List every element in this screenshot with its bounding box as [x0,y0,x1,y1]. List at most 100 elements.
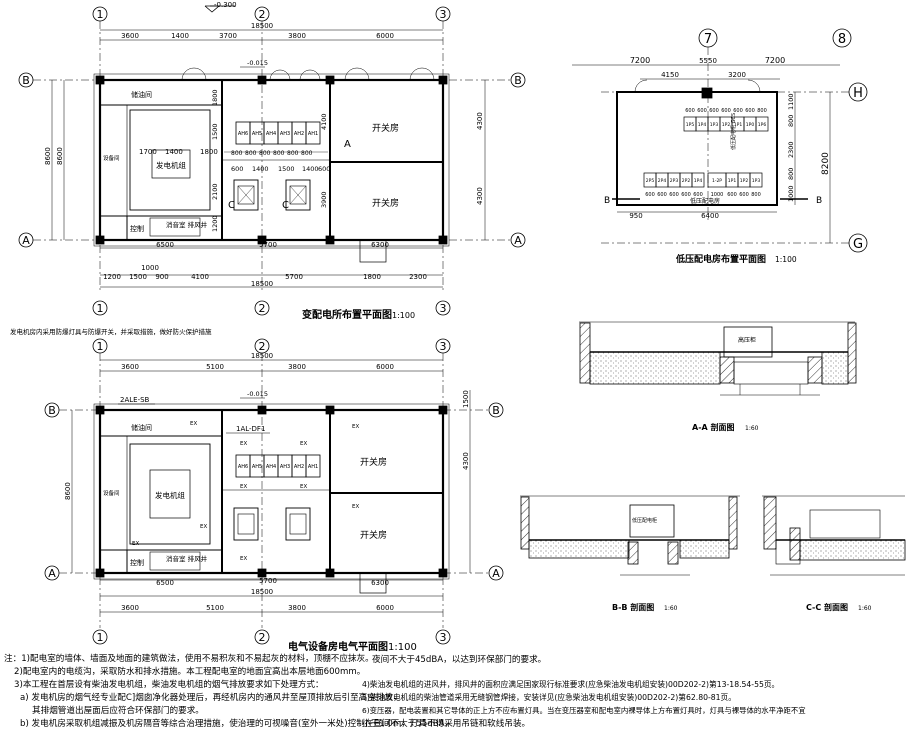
svg-text:2100: 2100 [211,183,219,200]
svg-text:6000: 6000 [376,363,394,371]
svg-text:1800: 1800 [211,89,219,106]
svg-text:EX: EX [240,484,247,490]
svg-text:5700: 5700 [285,273,303,281]
svg-text:18500: 18500 [251,588,273,596]
svg-text:AH4: AH4 [266,131,276,137]
svg-text:800: 800 [751,192,761,198]
grid-axis-7: 7 [698,28,718,48]
dim-left-1: 8600 [56,147,64,165]
dim-left-0: 8600 [44,147,52,165]
svg-text:600: 600 [657,192,667,198]
svg-text:1P2: 1P2 [740,178,749,184]
svg-text:设备间: 设备间 [103,489,120,497]
section-cc-title: C-C 剖面图 [806,602,848,612]
svg-text:800: 800 [787,168,795,180]
grid-axis-A-right: A [510,232,526,248]
grid-axis-A-left: A [18,232,34,248]
svg-text:1500: 1500 [278,165,295,173]
svg-text:低压配电柜 GCS: 低压配电柜 GCS [730,113,737,150]
svg-text:1P1: 1P1 [728,178,737,184]
dim-top-2: 3700 [219,32,237,40]
svg-text:A: A [492,567,500,580]
svg-text:1400: 1400 [252,165,269,173]
svg-text:600: 600 [645,192,655,198]
note-line-2: 2)配电室内的电缆沟，采取防水和排水措施。本工程配电室的地面宜高出本层地面600… [14,667,366,677]
svg-text:5100: 5100 [206,363,224,371]
grid-axis-2-p2-top: 2 [254,338,270,354]
svg-text:2: 2 [259,631,266,644]
grid-axis-G: G [848,233,868,253]
svg-text:EX: EX [190,421,197,427]
svg-text:1000: 1000 [711,192,724,198]
plan1-title: 变配电所布置平面图 [302,308,392,321]
svg-text:3: 3 [440,340,447,353]
svg-text:AH3: AH3 [280,464,290,470]
note-line-6: b) 发电机房采取机组减振及机房隔音等综合治理措施，使治理的可视噪音(室外一米处… [20,719,454,729]
svg-text:1500: 1500 [211,123,219,140]
grid-axis-2-top: 2 [254,6,270,22]
grid-axis-2-p2-bottom: 2 [254,629,270,645]
svg-text:AH1: AH1 [308,131,318,137]
transformer-2-p2 [285,507,311,541]
lv-plan-scale: 1:100 [775,255,797,264]
svg-text:开关房: 开关房 [360,456,387,468]
svg-text:3800: 3800 [288,363,306,371]
svg-text:600: 600 [739,192,749,198]
svg-text:6300: 6300 [371,579,389,587]
svg-text:B: B [22,74,30,87]
svg-text:低压配电房: 低压配电房 [690,197,720,205]
section-bb-title: B-B 剖面图 [612,602,654,612]
panel-2ALE-SB: 2ALE-SB [120,396,150,404]
note-line-r5: 小于1.0m，灯具不得采用吊链和软线吊装。 [362,719,531,729]
svg-text:B: B [514,74,522,87]
svg-text:2P5: 2P5 [646,178,655,184]
section-b-b: 低压配电柜 B-B 剖面图 1:60 [520,495,740,612]
hv-cabinet-row: AH6 AH5 AH4 AH3 AH2 AH1 800 800 800 800 … [224,121,328,157]
svg-text:3200: 3200 [728,71,746,79]
svg-text:1700: 1700 [139,148,157,156]
hv-cabinet-row-p2: AH6 AH5 AH4 AH3 AH2 AH1 [235,454,321,478]
svg-text:5700: 5700 [259,577,277,585]
svg-text:H: H [853,86,863,101]
svg-text:EX: EX [240,556,247,562]
panel-1AL-DF1: 1AL-DF1 [236,425,265,433]
svg-text:EX: EX [132,541,139,547]
svg-text:-0.015: -0.015 [247,390,268,398]
svg-text:1: 1 [97,631,104,644]
svg-text:A: A [514,234,522,247]
section-mark-B-right: B [816,196,822,206]
transformer-2 [285,179,311,211]
dim-right-0: 4300 [476,112,484,130]
svg-text:AH5: AH5 [252,131,262,137]
grid-axis-B-p2-right: B [488,402,504,418]
plan2-note: 发电机房内采用防爆灯具与防爆开关，并采取措施，做好防火保护措施 [10,327,212,336]
note-line-r1: 夜间不大于45dBA，以达到环保部门的要求。 [372,655,547,665]
svg-text:G: G [853,237,863,252]
svg-text:600: 600 [318,165,330,173]
svg-text:6000: 6000 [376,604,394,612]
svg-text:储油间: 储油间 [131,423,152,432]
svg-text:900: 900 [155,273,168,281]
svg-text:EX: EX [300,441,307,447]
svg-text:B: B [492,404,500,417]
dim-top-total: 18500 [251,22,273,30]
svg-text:800: 800 [273,150,285,157]
svg-text:A: A [22,234,30,247]
svg-text:2: 2 [259,8,266,21]
svg-text:800: 800 [757,108,767,114]
svg-text:2P4: 2P4 [658,178,667,184]
svg-text:4100: 4100 [191,273,209,281]
svg-text:800: 800 [231,150,243,157]
svg-text:6300: 6300 [371,241,389,249]
svg-text:600: 600 [733,108,743,114]
dim-top-1: 1400 [171,32,189,40]
svg-text:4300: 4300 [462,452,470,470]
note-line-5: 其排烟管道出屋面后应符合环保部门的要求。 [32,706,204,716]
svg-text:3: 3 [440,302,447,315]
note-line-1: 注：1)配电室的墙体、墙面及地面的建筑做法，使用不易积灰和不易起灰的材料，顶棚不… [4,654,374,664]
svg-text:600: 600 [669,192,679,198]
section-aa-title: A-A 剖面图 [692,422,735,432]
svg-text:1P5: 1P5 [686,122,695,128]
svg-text:1P3: 1P3 [752,178,761,184]
svg-text:1200: 1200 [211,215,219,232]
